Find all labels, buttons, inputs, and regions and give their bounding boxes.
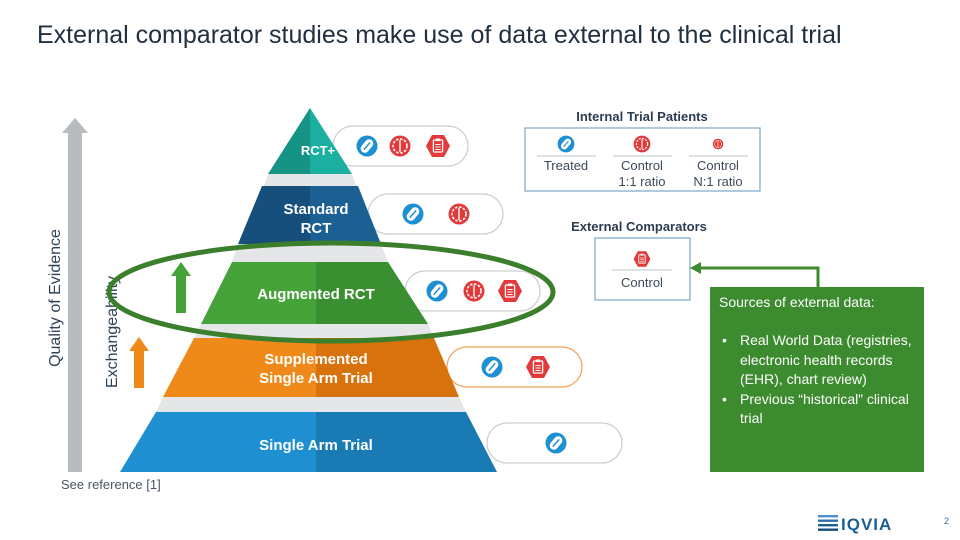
- tier-label-standard: Standard: [283, 201, 348, 218]
- sources-list: •Real World Data (registries, electronic…: [719, 331, 915, 429]
- quality-axis-label: Quality of Evidence: [47, 229, 64, 367]
- pyramid-tier-rct-plus: RCT+: [268, 108, 352, 174]
- control-pill-icon: [447, 202, 471, 226]
- tier-label-supplemented: Supplemented: [264, 351, 367, 368]
- iqvia-logo: IQVIA: [818, 515, 892, 534]
- external-control-label: Control: [621, 275, 663, 290]
- control-pill-icon: [462, 279, 486, 303]
- quality-arrow-icon: [62, 118, 88, 472]
- legend-control-label: Control: [697, 158, 739, 173]
- control-1-1-legend-icon: [632, 134, 652, 154]
- list-item: •Real World Data (registries, electronic…: [722, 332, 912, 387]
- tier-label-augmented-rct: Augmented RCT: [257, 286, 375, 303]
- highlight-ellipse: [106, 240, 556, 344]
- list-item: •Previous “historical” clinical trial: [722, 390, 909, 427]
- treated-legend-icon: [557, 135, 575, 153]
- external-legend-box: [594, 237, 691, 301]
- treated-pill-icon: [425, 279, 449, 303]
- external-data-sources-box: Sources of external data: •Real World Da…: [710, 287, 924, 472]
- pyramid-tier-augmented-rct: Augmented RCT: [201, 262, 428, 324]
- pyramid-tier-single-arm: Single Arm Trial: [120, 412, 497, 472]
- control-n-1-legend-icon: [712, 138, 724, 150]
- sources-heading: Sources of external data:: [719, 294, 875, 310]
- connector-arrowhead-icon: [690, 262, 701, 274]
- treated-pill-icon: [480, 355, 504, 379]
- logo-text: IQVIA: [841, 515, 892, 534]
- slide-title: External comparator studies make use of …: [37, 21, 842, 49]
- tier-label-rct-plus: RCT+: [301, 143, 336, 158]
- tier-label-rct: RCT: [301, 220, 332, 237]
- legend-treated-label: Treated: [544, 158, 588, 173]
- treated-pill-icon: [401, 202, 425, 226]
- treated-pill-icon: [355, 134, 379, 158]
- treated-pill-icon: [544, 431, 568, 455]
- reference-note: See reference [1]: [61, 477, 161, 492]
- pyramid-tier-standard-rct: Standard RCT: [238, 186, 381, 244]
- legend-ratio-label: 1:1 ratio: [619, 174, 666, 189]
- external-legend-title: External Comparators: [571, 219, 707, 234]
- exchangeability-arrow-orange-icon: [129, 337, 149, 388]
- internal-legend-title: Internal Trial Patients: [576, 109, 708, 124]
- pyramid-tier-supplemented: Supplemented Single Arm Trial: [163, 338, 459, 397]
- tier-label-single-arm: Single Arm Trial: [259, 437, 373, 454]
- page-number: 2: [944, 516, 950, 526]
- legend-ratio-label: N:1 ratio: [693, 174, 742, 189]
- control-pill-icon: [388, 134, 412, 158]
- tier-label-single-arm-trial-2: Single Arm Trial: [259, 370, 373, 387]
- connector-arrow: [698, 266, 820, 290]
- exchangeability-arrow-green-icon: [171, 262, 191, 313]
- legend-control-label: Control: [621, 158, 663, 173]
